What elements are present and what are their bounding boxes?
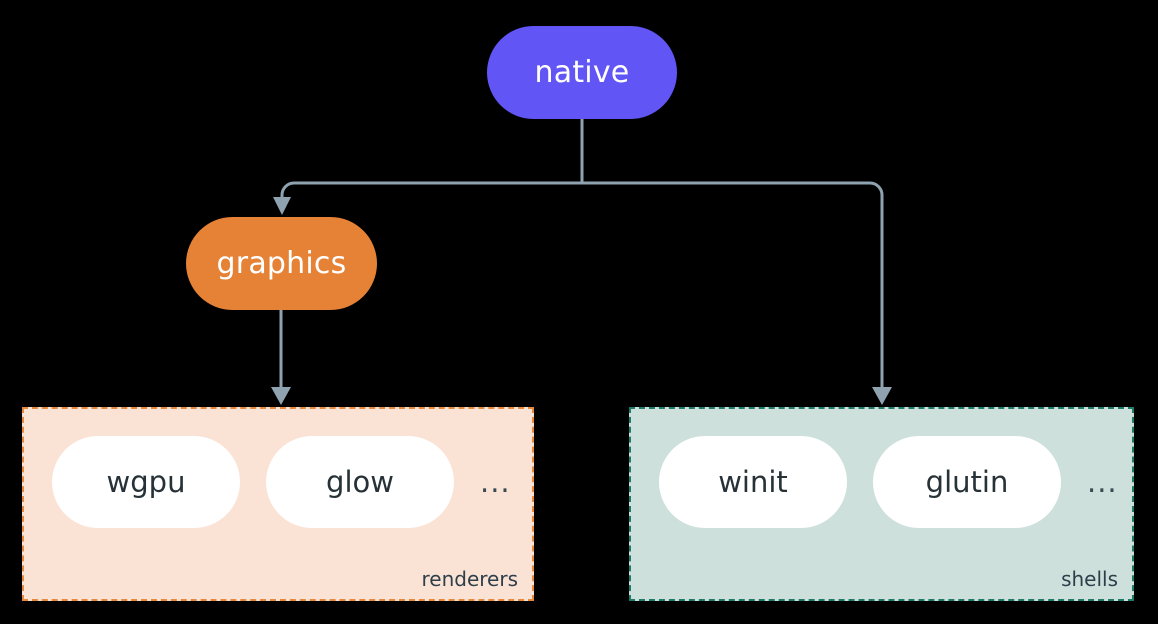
arrowhead-to-renderers	[271, 387, 291, 405]
edge-native-to-shells	[582, 181, 884, 389]
renderers-ellipsis: ...	[480, 464, 511, 499]
leaf-pill-wgpu-label: wgpu	[106, 464, 186, 499]
group-renderers-items: wgpu glow ...	[24, 436, 532, 528]
leaf-pill-glutin[interactable]: glutin	[873, 436, 1061, 528]
group-shells: winit glutin ... shells	[629, 407, 1134, 601]
node-native-label: native	[534, 54, 630, 90]
group-shells-caption: shells	[1061, 567, 1118, 591]
node-graphics[interactable]: graphics	[186, 217, 377, 310]
leaf-pill-glutin-label: glutin	[925, 464, 1009, 499]
edge-native-to-graphics	[280, 181, 582, 199]
group-shells-items: winit glutin ...	[631, 436, 1132, 528]
group-renderers-caption: renderers	[421, 567, 519, 591]
arrowhead-to-shells	[872, 387, 892, 405]
group-renderers: wgpu glow ... renderers	[22, 407, 534, 601]
leaf-pill-glow-label: glow	[326, 464, 394, 499]
leaf-pill-glow[interactable]: glow	[266, 436, 454, 528]
leaf-pill-winit-label: winit	[718, 464, 788, 499]
shells-ellipsis: ...	[1087, 464, 1118, 499]
arrowhead-to-graphics	[273, 197, 291, 215]
leaf-pill-wgpu[interactable]: wgpu	[52, 436, 240, 528]
node-native[interactable]: native	[487, 26, 677, 119]
node-graphics-label: graphics	[216, 245, 347, 281]
leaf-pill-winit[interactable]: winit	[659, 436, 847, 528]
